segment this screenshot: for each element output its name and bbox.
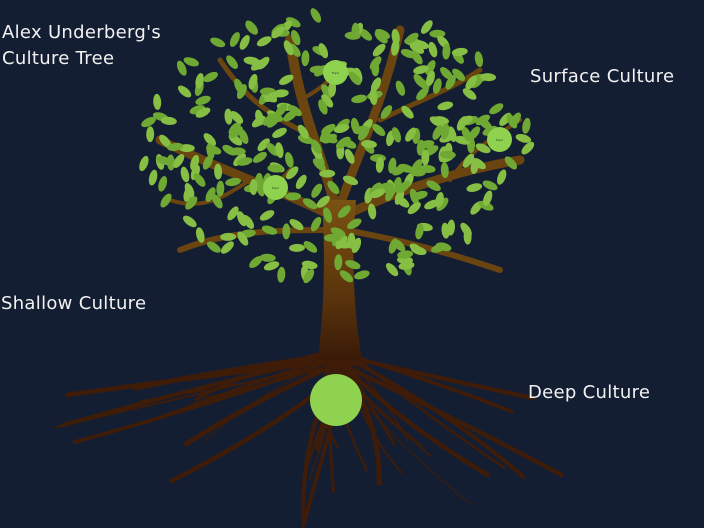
deep-culture-label[interactable]: Deep Culture — [528, 382, 651, 403]
topic-circle-top[interactable]: Topic — [323, 60, 348, 85]
surface-culture-label[interactable]: Surface Culture — [530, 66, 675, 87]
topic-circle-right[interactable]: Topic — [487, 127, 512, 152]
presentation-title: Alex Underberg's Culture Tree — [2, 22, 162, 69]
topic-circle-left[interactable]: Topic — [263, 175, 288, 200]
roots — [54, 343, 564, 528]
leaves — [139, 8, 535, 284]
shallow-culture-label[interactable]: Shallow Culture — [1, 293, 147, 314]
topic-circle-roots[interactable] — [310, 374, 362, 426]
